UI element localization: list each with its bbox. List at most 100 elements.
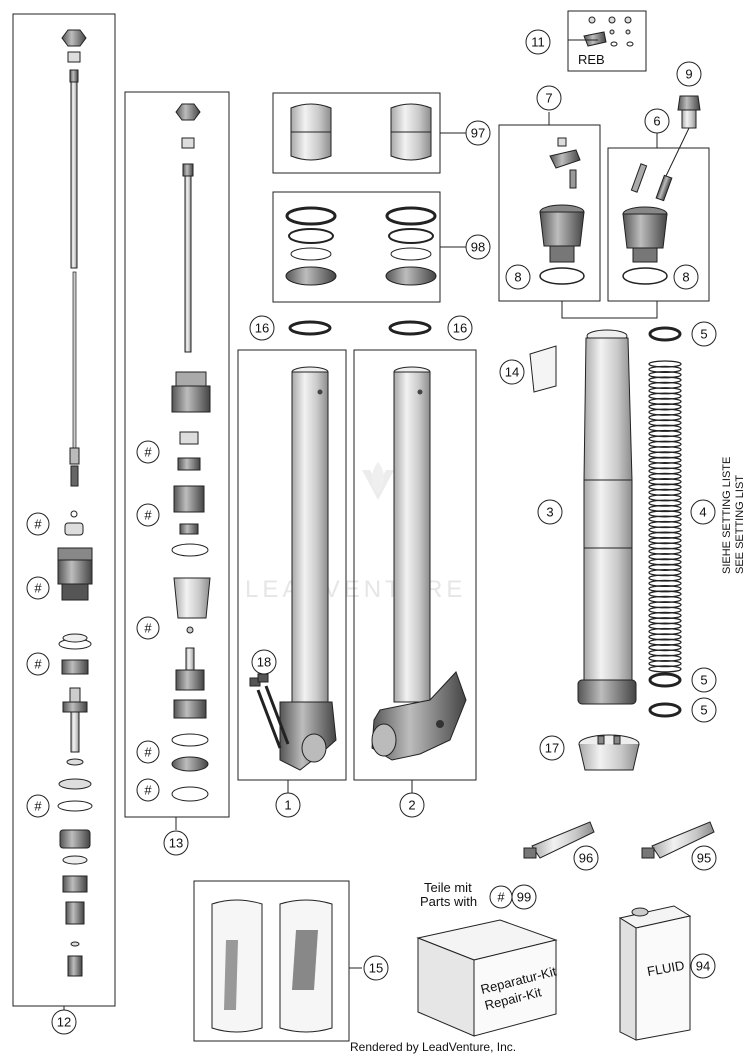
callout-circle-c95 [691, 845, 717, 871]
hash-marker: # [34, 517, 42, 532]
callout-circle-c17 [539, 735, 565, 761]
callout-c8b: 8 [682, 270, 689, 285]
hash-marker-circle [136, 440, 160, 464]
hash-marker: # [144, 445, 152, 460]
spacer-ring-bottom [648, 702, 682, 718]
air-cap-6 [622, 163, 673, 285]
callout-circle-c99 [511, 884, 537, 910]
callout-c11: 11 [531, 35, 545, 50]
callout-circle-c6 [644, 108, 670, 134]
hash-marker-circle [136, 740, 160, 764]
callout-c4: 4 [699, 505, 706, 520]
callout-c6: 6 [653, 114, 660, 129]
callout-c16a: 16 [255, 321, 269, 336]
callout-circle-c8b [673, 264, 699, 290]
callout-c97: 97 [471, 126, 485, 141]
main-spring-4 [648, 360, 682, 673]
hash-marker-circle [26, 512, 50, 536]
callout-circle-c7 [536, 85, 562, 111]
callout-circle-c5b [691, 667, 717, 693]
bushings-97 [290, 103, 432, 161]
grease-tube-96 [523, 821, 595, 859]
callout-circle-c5c [691, 697, 717, 723]
group-frame-12 [12, 13, 116, 1007]
repair-text-en: Parts with [420, 894, 477, 909]
wiper-ring-right [388, 320, 432, 336]
callout-circle-c11 [525, 29, 551, 55]
hash-marker: # [34, 799, 42, 814]
fork-protectors-15 [211, 899, 333, 1033]
callout-circle-c3 [537, 499, 563, 525]
callout-c13: 13 [169, 836, 183, 851]
leader-lines [63, 39, 658, 1012]
hash-marker: # [144, 621, 152, 636]
callout-c7: 7 [545, 91, 552, 106]
callout-c9: 9 [685, 67, 692, 82]
callout-c18: 18 [257, 655, 271, 670]
watermark: LEADVENTURE [245, 462, 466, 603]
spring-coil [648, 478, 682, 486]
callout-circle-c13 [163, 830, 189, 856]
callout-circle-c15 [363, 955, 389, 981]
hash-marker-circle [26, 576, 50, 600]
callout-c14: 14 [505, 365, 519, 380]
spring-coil [648, 504, 682, 513]
wiper-ring-left [288, 320, 332, 336]
hash-marker-circle [136, 503, 160, 527]
callout-circle-c8a [505, 264, 531, 290]
callout-c95: 95 [697, 851, 711, 866]
callout-c3: 3 [546, 505, 553, 520]
hash-marker: # [144, 783, 152, 798]
hash-marker: # [34, 581, 42, 596]
inner-tube-3 [577, 329, 637, 705]
outer-tube-right-2 [371, 366, 467, 761]
group-frame-2 [353, 349, 477, 781]
hash-marker-circle [136, 778, 160, 802]
repair-kit-box: Reparatur-Kit Repair-Kit [416, 919, 558, 1037]
hash-marker-circle [26, 652, 50, 676]
group-frame-15 [193, 880, 350, 1042]
bottom-cap-17 [578, 734, 640, 771]
spring-coil [648, 397, 682, 406]
leader-caps [561, 301, 658, 319]
side-text-en: SEE SETTING LIST [734, 475, 746, 574]
group-frame-1 [237, 349, 347, 781]
callout-c2: 2 [408, 798, 415, 813]
callout-c99: 99 [517, 890, 531, 905]
group-frame-13 [124, 91, 230, 818]
hash-marker-circle [26, 794, 50, 818]
grease-tube-95 [641, 821, 715, 859]
sticker-14 [529, 345, 557, 393]
hash-marker-circle [136, 616, 160, 640]
reb-kit-11: REB [578, 16, 634, 67]
callout-c17: 17 [545, 741, 559, 756]
group-frame-11 [567, 10, 647, 72]
callout-circle-c1 [275, 792, 301, 818]
spring-coil [648, 665, 682, 673]
spring-coil [648, 424, 682, 432]
hash-marker: # [144, 745, 152, 760]
callout-c8a: 8 [514, 270, 521, 285]
callout-circle-c5a [691, 321, 717, 347]
callout-c5b: 5 [700, 673, 707, 688]
spacer-ring-mid [648, 672, 682, 688]
callout-c5a: 5 [700, 327, 707, 342]
callout-circle-c98 [465, 234, 491, 260]
seals-98 [285, 206, 437, 286]
fluid-can-94: FLUID [618, 905, 692, 1041]
callout-circle-c14 [499, 359, 525, 385]
can-label: FLUID [646, 958, 686, 979]
outer-tube-left-1 [249, 366, 337, 771]
hash-marker: # [34, 657, 42, 672]
callout-c12: 12 [57, 1015, 71, 1030]
callout-c5c: 5 [700, 703, 707, 718]
callout-c98: 98 [471, 240, 485, 255]
callout-c94: 94 [696, 959, 710, 974]
callout-circle-c96 [573, 845, 599, 871]
valve-9 [665, 95, 701, 177]
watermark-text: LEADVENTURE [245, 576, 466, 603]
callout-c96: 96 [579, 851, 593, 866]
spacer-ring-top [648, 326, 682, 342]
callout-circle-c16b [447, 315, 473, 341]
